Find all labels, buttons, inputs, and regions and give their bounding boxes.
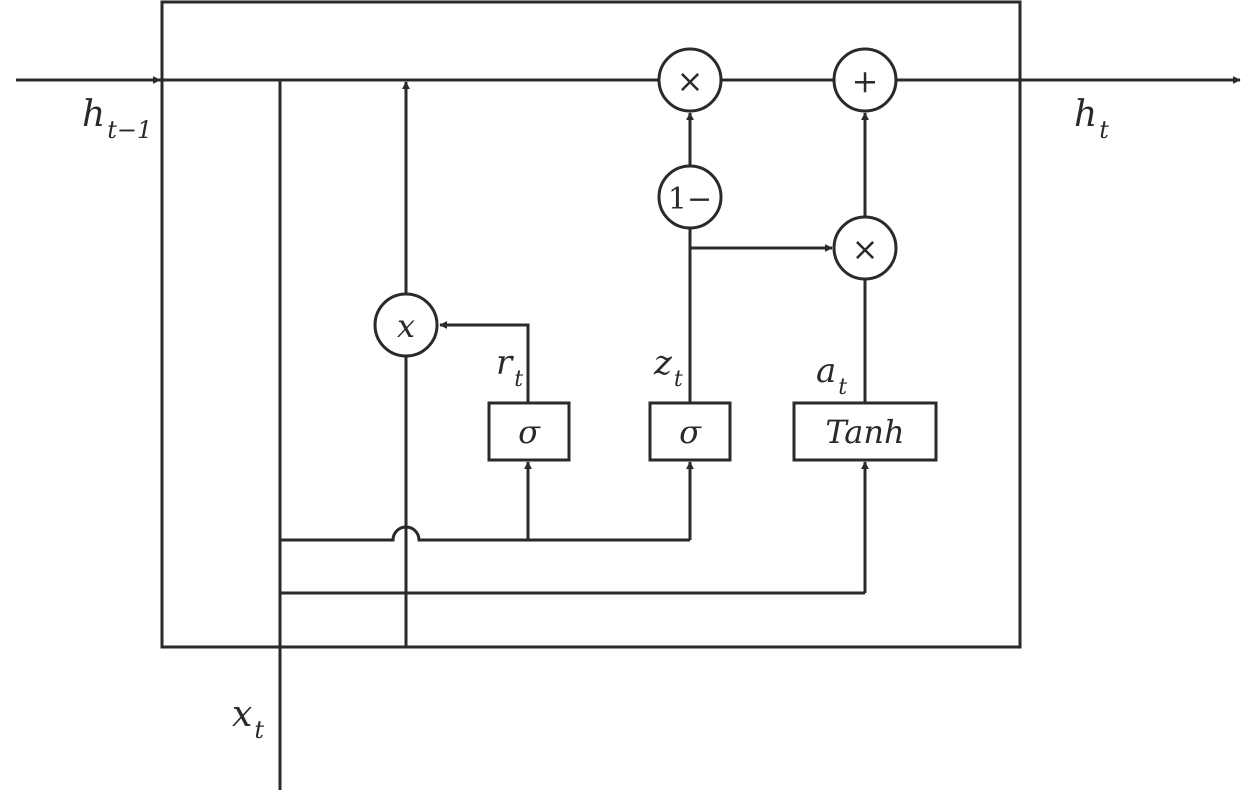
reset-gate-output-line — [439, 321, 530, 403]
one-minus-node: 1− — [657, 164, 723, 230]
r-gate-output-label: rt — [496, 343, 523, 392]
update-multiply-node: × — [832, 215, 898, 281]
reset-multiply-symbol: x — [397, 307, 415, 345]
forget-multiply-node: × — [657, 47, 723, 113]
add-node: + — [832, 47, 898, 113]
x-to-gates-line — [280, 525, 690, 542]
one-minus-symbol: 1− — [668, 182, 712, 217]
candidate-label: Tanh — [825, 413, 904, 451]
forget-multiply-symbol: × — [677, 62, 704, 100]
reset-multiply-node: x — [373, 292, 439, 358]
update-multiply-symbol: × — [852, 230, 879, 268]
reset-gate-label: σ — [518, 413, 541, 451]
add-symbol: + — [852, 62, 879, 100]
h-prev-label: ht−1 — [82, 94, 152, 144]
z-gate-output-label: zt — [653, 343, 683, 392]
x-input-label: xt — [232, 694, 264, 744]
candidate-box: Tanh — [792, 401, 938, 462]
update-gate-box: σ — [648, 401, 732, 462]
update-gate-label: σ — [679, 413, 702, 451]
h-out-label: ht — [1074, 94, 1109, 144]
a-candidate-output-label: at — [816, 351, 847, 400]
reset-gate-box: σ — [487, 401, 571, 462]
cell-boundary — [160, 0, 1022, 649]
